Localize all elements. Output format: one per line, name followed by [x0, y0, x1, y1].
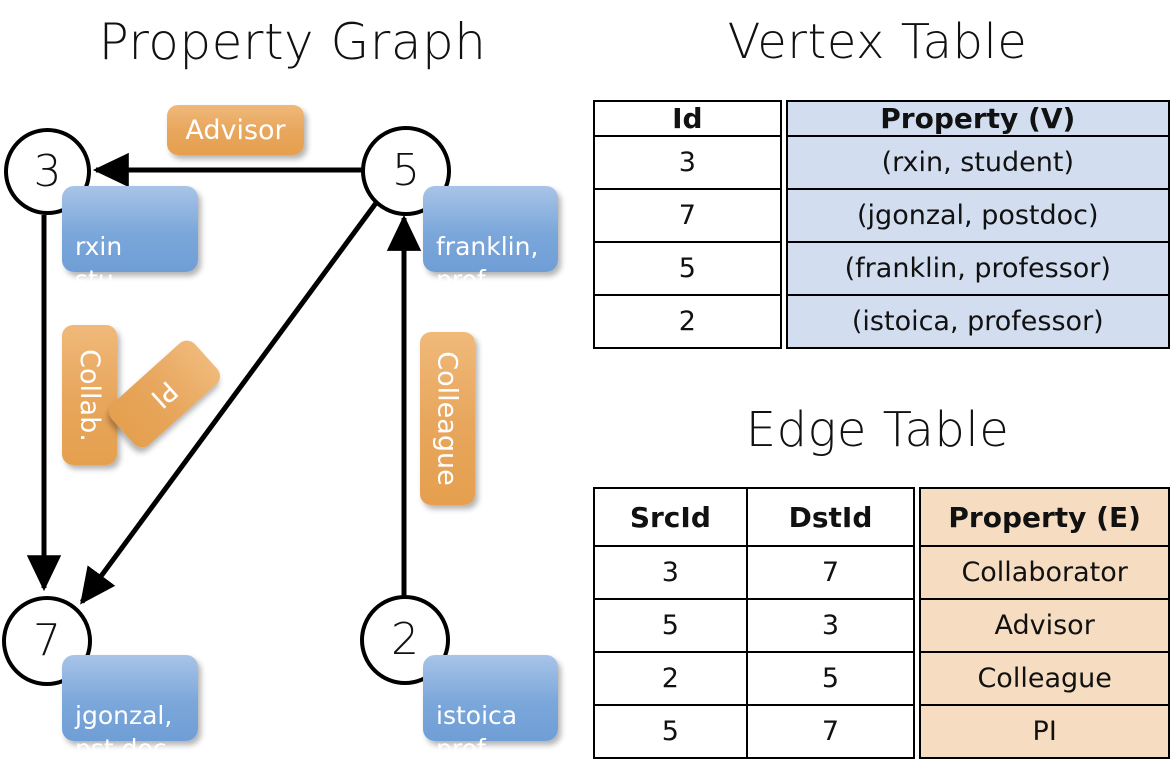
edge-label-pi-text: PI — [145, 374, 184, 414]
vertex-cell-id: 2 — [593, 294, 782, 349]
edge-label-collaborator-text: Collab. — [74, 348, 105, 442]
edge-cell-srcid: 2 — [593, 651, 748, 706]
table-row: 7 (jgonzal, postdoc) — [593, 188, 1170, 243]
edge-table-header-srcid: SrcId — [593, 487, 748, 547]
edge-cell-dstid: 5 — [745, 651, 916, 706]
edge-label-advisor: Advisor — [167, 105, 304, 155]
graph-node-7-label: 7 — [33, 615, 61, 666]
edge-cell-srcid: 5 — [593, 704, 748, 759]
table-row: 3 7 Collaborator — [593, 545, 1170, 600]
graph-node-2[interactable]: 2 — [360, 595, 450, 685]
vertex-property-box-2: istoica prof. — [423, 655, 558, 763]
vertex-cell-property: (istoica, professor) — [785, 294, 1170, 349]
edge-label-colleague: Colleague — [420, 332, 475, 505]
graph-node-2-label: 2 — [391, 614, 419, 665]
edge-label-colleague-text: Colleague — [432, 351, 463, 486]
table-row: 5 (franklin, professor) — [593, 241, 1170, 296]
vertex-cell-property: (franklin, professor) — [785, 241, 1170, 296]
property-graph-diagram: Advisor Collab. PI Colleague 3 5 7 2 rxi… — [0, 0, 585, 763]
vertex-property-box-3: rxin stu. — [62, 186, 198, 294]
edge-cell-property: Advisor — [919, 598, 1170, 653]
table-row: 5 3 Advisor — [593, 598, 1170, 653]
vertex-property-box-7: jgonzal, pst.doc. — [62, 655, 198, 763]
vertex-cell-id: 5 — [593, 241, 782, 296]
edge-cell-property: Colleague — [919, 651, 1170, 706]
edge-cell-property: PI — [919, 704, 1170, 759]
edge-label-collaborator: Collab. — [62, 325, 117, 465]
vertex-property-box-3-text: rxin stu. — [75, 232, 123, 294]
edge-cell-srcid: 5 — [593, 598, 748, 653]
edge-label-advisor-text: Advisor — [185, 114, 286, 146]
graph-node-5-label: 5 — [392, 145, 420, 196]
section-title-edge-table: Edge Table — [745, 402, 1010, 458]
section-title-vertex-table: Vertex Table — [727, 14, 1028, 70]
edge-line-pi — [79, 201, 379, 605]
vertex-table-header-row: Id Property (V) — [593, 100, 1170, 137]
table-row: 5 7 PI — [593, 704, 1170, 759]
edge-cell-property: Collaborator — [919, 545, 1170, 600]
vertex-table-header-property: Property (V) — [785, 100, 1170, 137]
table-row: 2 5 Colleague — [593, 651, 1170, 706]
edge-table-header-property: Property (E) — [919, 487, 1170, 547]
edge-table-header-row: SrcId DstId Property (E) — [593, 487, 1170, 547]
edge-table: SrcId DstId Property (E) 3 7 Collaborato… — [593, 487, 1170, 759]
graph-node-3-label: 3 — [33, 145, 62, 197]
vertex-property-box-2-text: istoica prof. — [436, 701, 518, 763]
edge-cell-srcid: 3 — [593, 545, 748, 600]
vertex-table: Id Property (V) 3 (rxin, student) 7 (jgo… — [593, 100, 1170, 349]
vertex-cell-id: 7 — [593, 188, 782, 243]
vertex-table-header-id: Id — [593, 100, 782, 137]
table-row: 3 (rxin, student) — [593, 135, 1170, 190]
graph-edges-layer — [26, 152, 422, 605]
vertex-cell-property: (rxin, student) — [785, 135, 1170, 190]
edge-table-header-dstid: DstId — [745, 487, 916, 547]
page-title-property-graph: Property Graph — [98, 13, 487, 71]
edge-cell-dstid: 7 — [745, 545, 916, 600]
edge-cell-dstid: 3 — [745, 598, 916, 653]
graph-node-5[interactable]: 5 — [361, 126, 451, 216]
vertex-property-box-7-text: jgonzal, pst.doc. — [75, 701, 175, 763]
vertex-property-box-5-text: franklin, prof. — [436, 232, 539, 294]
vertex-cell-id: 3 — [593, 135, 782, 190]
table-row: 2 (istoica, professor) — [593, 294, 1170, 349]
edge-cell-dstid: 7 — [745, 704, 916, 759]
vertex-cell-property: (jgonzal, postdoc) — [785, 188, 1170, 243]
vertex-property-box-5: franklin, prof. — [423, 186, 558, 294]
